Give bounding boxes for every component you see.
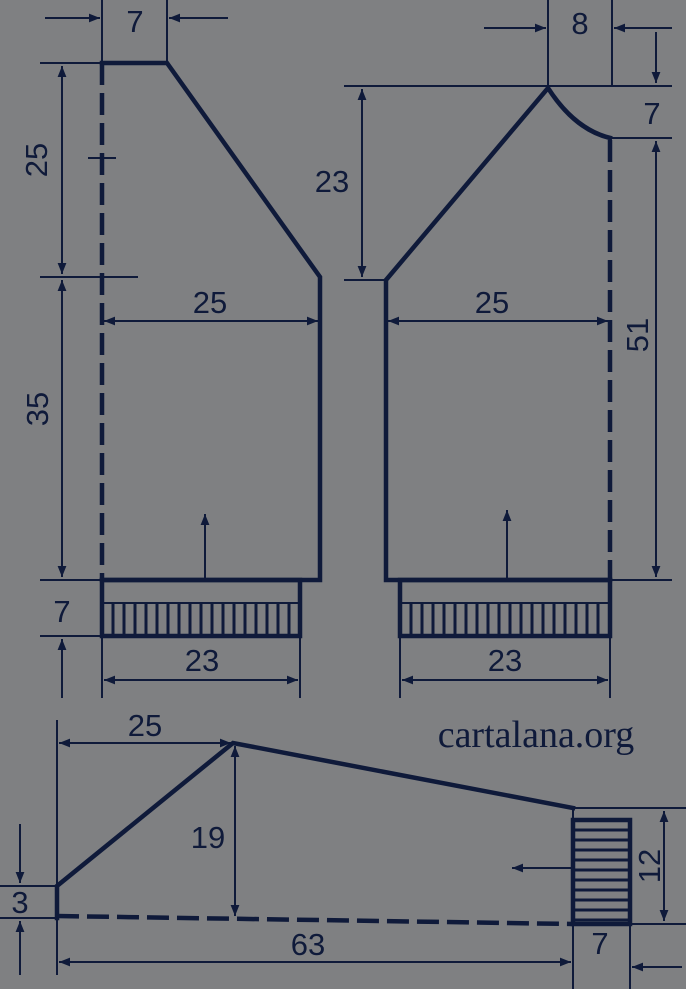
back-neck-width-label: 7 xyxy=(126,4,143,39)
sleeve-length-label: 63 xyxy=(291,927,325,962)
sleeve-piece: 25 19 3 63 12 7 xyxy=(0,708,686,989)
front-width-label: 25 xyxy=(475,285,509,320)
back-rib-height-label: 7 xyxy=(53,594,70,629)
front-outline xyxy=(383,84,613,583)
back-ribbing xyxy=(99,577,303,639)
sleeve-edge-height-label: 3 xyxy=(11,885,28,920)
watermark: cartalana.org xyxy=(438,714,635,756)
front-shoulder-height-label: 23 xyxy=(315,164,349,199)
sleeve-cap-width-label: 25 xyxy=(128,708,162,743)
front-ribbing xyxy=(397,577,613,639)
front-piece: 8 7 23 25 51 23 xyxy=(315,0,672,698)
back-width-label: 25 xyxy=(193,285,227,320)
front-neck-width-label: 8 xyxy=(571,6,588,41)
sleeve-cap-height-label: 19 xyxy=(191,820,225,855)
sleeve-fold-line xyxy=(56,913,574,927)
front-rib-width-label: 23 xyxy=(488,643,522,678)
back-piece: 7 25 25 35 7 23 xyxy=(19,0,323,698)
sleeve-outline xyxy=(54,740,576,921)
front-neck-depth-label: 7 xyxy=(643,96,660,131)
back-shoulder-height-label: 25 xyxy=(19,143,54,177)
back-rib-width-label: 23 xyxy=(185,643,219,678)
front-side-height-label: 51 xyxy=(620,318,655,352)
sleeve-cuff xyxy=(570,808,633,927)
sleeve-cuff-height-label: 12 xyxy=(632,849,667,883)
back-body-height-label: 35 xyxy=(20,392,55,426)
sleeve-cuff-width-label: 7 xyxy=(591,926,608,961)
